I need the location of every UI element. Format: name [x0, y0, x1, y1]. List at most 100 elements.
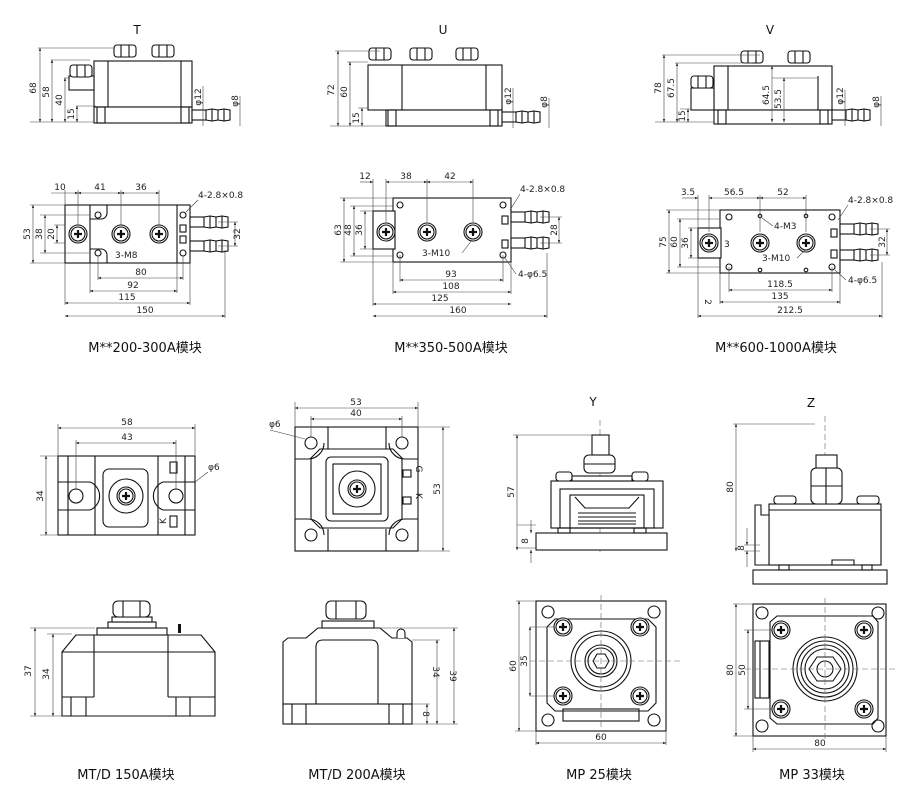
- dim-72: 72: [327, 84, 337, 95]
- view-v-side: V 78 67.5 15 64.5 53.5 φ12 φ8: [654, 23, 882, 126]
- module-outline: [392, 197, 512, 263]
- dim-150: 150: [136, 306, 153, 316]
- caption-350-500a: M**350-500A模块: [394, 341, 507, 356]
- caption-mtd-150a: MT/D 150A模块: [77, 768, 174, 783]
- dim-52: 52: [777, 188, 788, 198]
- dim-125: 125: [431, 294, 448, 304]
- dim-8: 8: [521, 538, 531, 544]
- screw-terminal-icon: [462, 221, 484, 243]
- terminal-nut-icon: [112, 600, 151, 618]
- dim-53: 53: [23, 228, 33, 239]
- screw-terminal-icon: [67, 223, 89, 245]
- mp33-top: 80 50 80 MP 33模块: [726, 598, 895, 783]
- dim-63: 63: [334, 224, 344, 235]
- dim-phi6: φ6: [269, 420, 281, 430]
- dim-92: 92: [127, 281, 138, 291]
- dim-phi12: φ12: [836, 87, 846, 104]
- dim-118-5: 118.5: [767, 280, 793, 290]
- view-label-v: V: [766, 23, 775, 37]
- view-label-y: Y: [588, 395, 597, 409]
- note-side-2: 2: [702, 299, 712, 305]
- module-body: [367, 64, 503, 111]
- note-terminal: 4-2.8×0.8: [848, 196, 893, 206]
- view-t-side: T 68 58 40 15 φ12 φ8: [29, 23, 241, 126]
- dim-41: 41: [94, 183, 105, 193]
- dim-34: 34: [36, 490, 46, 502]
- dim-8: 8: [737, 545, 747, 551]
- module-200-300a-top: 3-M8 4-2.8×0.8 10 41 36 53 38 20 32 80 9…: [23, 183, 243, 356]
- dim-38: 38: [35, 228, 45, 240]
- base-plate: [535, 532, 668, 551]
- terminal-nut-icon: [409, 47, 433, 61]
- dim-60v: 60: [509, 660, 519, 672]
- terminal-nut-icon: [740, 50, 764, 64]
- note-holes: 4-φ6.5: [848, 276, 877, 286]
- dim-50: 50: [738, 664, 748, 676]
- module-outline: [719, 209, 841, 274]
- dim-8: 8: [420, 711, 430, 717]
- screw-icon: [770, 698, 792, 720]
- screw-terminal-icon: [698, 232, 720, 254]
- base-plate: [93, 106, 193, 124]
- dim-15: 15: [67, 108, 77, 119]
- dim-60h: 60: [595, 733, 607, 743]
- base-plate: [385, 109, 503, 127]
- screw-terminal-icon: [416, 221, 438, 243]
- dim-15: 15: [678, 110, 688, 121]
- dim-93: 93: [445, 270, 456, 280]
- module-350-500a-top: 3-M10 4-2.8×0.8 4-φ6.5 12 38 42 63 48 36…: [334, 172, 565, 356]
- terminal-nut-icon: [368, 47, 392, 61]
- dim-58: 58: [42, 86, 52, 98]
- note-4-m3: 4-M3: [774, 222, 796, 232]
- view-z-side: Z 80 8: [726, 396, 888, 585]
- dim-28: 28: [550, 224, 560, 236]
- screw-terminal-icon: [749, 232, 771, 254]
- dim-39: 39: [447, 670, 457, 682]
- terminal-nut-icon: [787, 50, 811, 64]
- note-3-m10: 3-M10: [762, 254, 790, 264]
- view-label-z: Z: [807, 396, 815, 410]
- dim-12: 12: [359, 172, 370, 182]
- note-terminal: 4-2.8×0.8: [520, 185, 565, 195]
- dim-35: 35: [520, 655, 530, 666]
- dim-64-5: 64.5: [762, 85, 772, 105]
- dim-phi8: φ8: [231, 95, 241, 107]
- mtd-200a-top: G K 53 40 φ6 53: [269, 398, 450, 552]
- dim-57: 57: [507, 486, 517, 497]
- dim-108: 108: [442, 282, 459, 292]
- dim-67-5: 67.5: [667, 78, 677, 98]
- dim-60: 60: [340, 86, 350, 98]
- base-plate: [752, 569, 888, 585]
- dim-53-5: 53.5: [774, 89, 784, 109]
- dim-36: 36: [681, 237, 691, 249]
- view-y-side: Y 57 8: [507, 395, 668, 563]
- screw-terminal-icon: [115, 485, 137, 507]
- dim-phi6: φ6: [208, 463, 220, 473]
- mtd-150a-top: K 58 43 34 φ6: [36, 418, 220, 536]
- dim-115: 115: [118, 293, 135, 303]
- terminal-nut-icon: [113, 44, 137, 58]
- water-fitting-icon: [191, 108, 231, 122]
- dim-36: 36: [355, 224, 365, 236]
- dim-53: 53: [350, 398, 361, 408]
- dim-53v: 53: [433, 483, 443, 494]
- dim-56-5: 56.5: [724, 188, 744, 198]
- note-3-m8: 3-M8: [115, 251, 138, 261]
- module-body: [93, 60, 193, 108]
- dim-80: 80: [135, 268, 147, 278]
- note-3-m10: 3-M10: [422, 249, 450, 259]
- dim-43: 43: [121, 433, 132, 443]
- terminal-nut-icon: [325, 600, 367, 620]
- dim-58: 58: [121, 418, 133, 428]
- dim-34: 34: [430, 666, 440, 678]
- dim-15: 15: [352, 112, 362, 123]
- view-u-side: U 72 60 15 φ12 φ8: [327, 23, 550, 128]
- dim-80: 80: [726, 481, 736, 493]
- screw-icon: [629, 616, 651, 638]
- screw-terminal-icon: [148, 223, 170, 245]
- dim-36: 36: [135, 183, 147, 193]
- screw-icon: [853, 698, 875, 720]
- dim-135: 135: [771, 292, 788, 302]
- terminal-nut-icon: [69, 64, 93, 78]
- mtd-150a-side: 37 34 MT/D 150A模块: [24, 600, 216, 783]
